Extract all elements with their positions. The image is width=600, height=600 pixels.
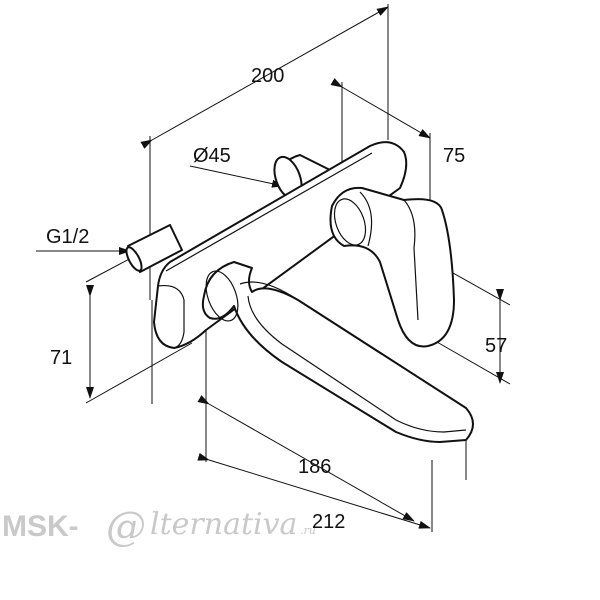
dimension-200: 200	[140, 4, 389, 300]
faucet-illustration	[125, 141, 474, 443]
dimension-200-label: 200	[251, 65, 284, 87]
watermark-suffix: .ru	[300, 524, 316, 537]
dimension-212-label: 212	[312, 511, 345, 533]
dimension-thread-label: G1/2	[46, 226, 89, 248]
dimension-thread: G1/2	[36, 226, 131, 255]
watermark: MSK- @ lternativa .ru	[2, 504, 316, 550]
dimension-diameter-label: Ø45	[193, 145, 231, 167]
watermark-prefix: MSK-	[2, 510, 79, 543]
dimension-diameter-45: Ø45	[189, 145, 284, 188]
dimension-57-label: 57	[485, 335, 507, 357]
watermark-script: lternativa	[150, 507, 297, 542]
supply-pipe	[125, 224, 183, 273]
dimension-186-label: 186	[298, 456, 331, 478]
dimension-71-label: 71	[50, 347, 72, 369]
watermark-at-sign: @	[106, 504, 146, 550]
dimension-212: 212	[151, 300, 433, 533]
lever-handle	[329, 186, 455, 348]
dimension-75-label: 75	[443, 145, 465, 167]
spout	[201, 261, 474, 443]
